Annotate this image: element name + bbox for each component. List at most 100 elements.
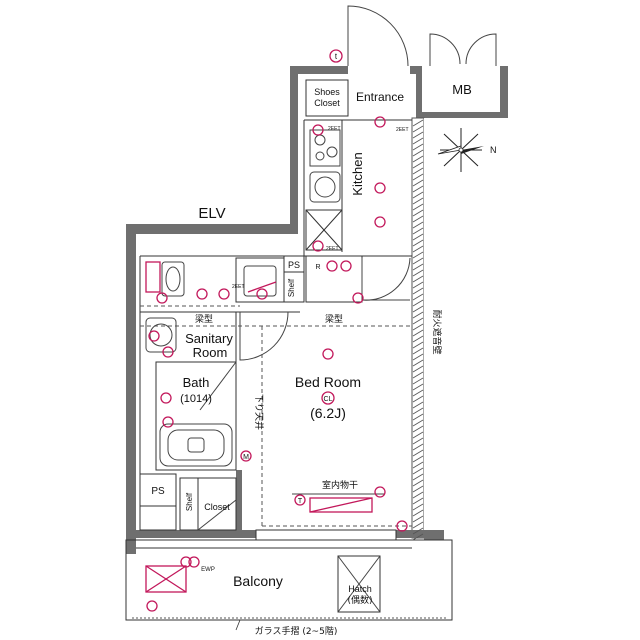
hatch-stroke	[412, 263, 424, 271]
hatch-stroke	[412, 527, 424, 535]
shelf-lower-label: Shelf	[185, 492, 194, 511]
hatch-stroke	[412, 389, 424, 397]
hatch-stroke	[412, 443, 424, 451]
hatch-stroke	[412, 485, 424, 493]
hatch-stroke	[412, 131, 424, 139]
hatch-stroke	[412, 245, 424, 253]
hatch-stroke	[412, 191, 424, 199]
hatch-stroke	[412, 209, 424, 217]
hatch-stroke	[412, 335, 424, 343]
hatch-stroke	[412, 377, 424, 385]
balcony-label: Balcony	[233, 573, 283, 589]
partitions	[125, 79, 453, 621]
mb-label: MB	[452, 82, 472, 97]
hatch-stroke	[412, 473, 424, 481]
hatch-stroke	[412, 149, 424, 157]
hatch-stroke	[412, 287, 424, 295]
hatch-stroke	[412, 497, 424, 505]
hatch-stroke	[412, 251, 424, 259]
hatch-stroke	[412, 221, 424, 229]
hatch-stroke	[412, 293, 424, 301]
hatch-label-2: (偶数)	[347, 594, 372, 606]
ewp-label: EWP	[201, 567, 215, 573]
zeet-label-4: 2EET	[232, 284, 245, 290]
hatch-stroke	[412, 371, 424, 379]
compass-north-label: N	[490, 145, 497, 155]
hatch-stroke	[412, 203, 424, 211]
zeet-label-1: 2EET	[328, 126, 341, 132]
glass-railing-label: ガラス手摺 (2~5階)	[255, 625, 338, 637]
hatch-stroke	[412, 533, 424, 541]
hatch-stroke	[412, 413, 424, 421]
hatch-stroke	[412, 359, 424, 367]
hatch-stroke	[412, 227, 424, 235]
bath-label: Bath	[183, 375, 210, 390]
hatch-stroke	[412, 479, 424, 487]
hatch-stroke	[412, 509, 424, 517]
hatch-stroke	[412, 155, 424, 163]
hatch-stroke	[412, 383, 424, 391]
beam-left-label: 梁型	[195, 313, 213, 325]
indoor-drying-label: 室内物干	[322, 479, 358, 491]
hatch-stroke	[412, 233, 424, 241]
walls	[126, 66, 508, 554]
sanitary-label-2: Room	[193, 345, 228, 360]
hatch-stroke	[412, 179, 424, 187]
kitchen-label: Kitchen	[350, 152, 365, 195]
electrical-symbols	[146, 49, 408, 612]
hatch-stroke	[412, 521, 424, 529]
hatch-stroke	[412, 467, 424, 475]
t-phone-label: T	[298, 498, 303, 505]
annotation-labels: 梁型 梁型 下り天井 室内物干 耐火遮音壁 ガラス手摺 (2~5階)	[195, 309, 443, 637]
beam-right-label: 梁型	[325, 313, 343, 325]
hatch-stroke	[412, 329, 424, 337]
t-upper-label: t	[335, 52, 338, 61]
r-label: R	[315, 264, 320, 271]
cl-symbol-label: CL	[324, 396, 333, 403]
hatch-stroke	[412, 401, 424, 409]
hatch-stroke	[412, 305, 424, 313]
ps-upper-label: PS	[288, 260, 300, 270]
beam-lines	[140, 258, 413, 530]
bed-room-size-label: (6.2J)	[310, 405, 346, 421]
symbol-labels: N CL t T M R EWP 2EET 2EET 2EET 2EET	[201, 52, 496, 573]
shoes-closet-label-1: Shoes	[314, 87, 340, 97]
hatch-stroke	[412, 395, 424, 403]
closet-label: Closet	[204, 502, 230, 512]
hatch-stroke	[412, 185, 424, 193]
hatch-stroke	[412, 407, 424, 415]
hatch-stroke	[412, 299, 424, 307]
ps-lower-label: PS	[151, 486, 165, 497]
hatch-stroke	[412, 161, 424, 169]
shelf-upper-label: Shelf	[287, 278, 296, 297]
fireproof-wall-hatching	[412, 119, 424, 541]
hatch-stroke	[412, 167, 424, 175]
hatch-stroke	[412, 119, 424, 127]
fixtures	[132, 129, 448, 619]
hatch-stroke	[412, 239, 424, 247]
hatch-stroke	[412, 143, 424, 151]
hatch-stroke	[412, 317, 424, 325]
hatch-stroke	[412, 257, 424, 265]
sanitary-label-1: Sanitary	[185, 331, 233, 346]
doors	[197, 5, 497, 531]
hatch-stroke	[412, 449, 424, 457]
hatch-stroke	[412, 515, 424, 523]
hatch-stroke	[412, 455, 424, 463]
elv-label: ELV	[198, 205, 225, 222]
hatch-stroke	[412, 341, 424, 349]
hatch-stroke	[412, 311, 424, 319]
hatch-stroke	[412, 437, 424, 445]
hatch-stroke	[412, 323, 424, 331]
zeet-label-3: 2EET	[326, 246, 339, 252]
room-labels: Entrance Shoes Closet MB Kitchen ELV San…	[151, 82, 471, 606]
hatch-stroke	[412, 269, 424, 277]
hatch-stroke	[412, 137, 424, 145]
hatch-stroke	[412, 197, 424, 205]
hatch-stroke	[412, 503, 424, 511]
bed-room-label: Bed Room	[295, 374, 361, 390]
hatch-stroke	[412, 365, 424, 373]
hatch-stroke	[412, 215, 424, 223]
hatch-stroke	[412, 125, 424, 133]
hatch-stroke	[412, 347, 424, 355]
